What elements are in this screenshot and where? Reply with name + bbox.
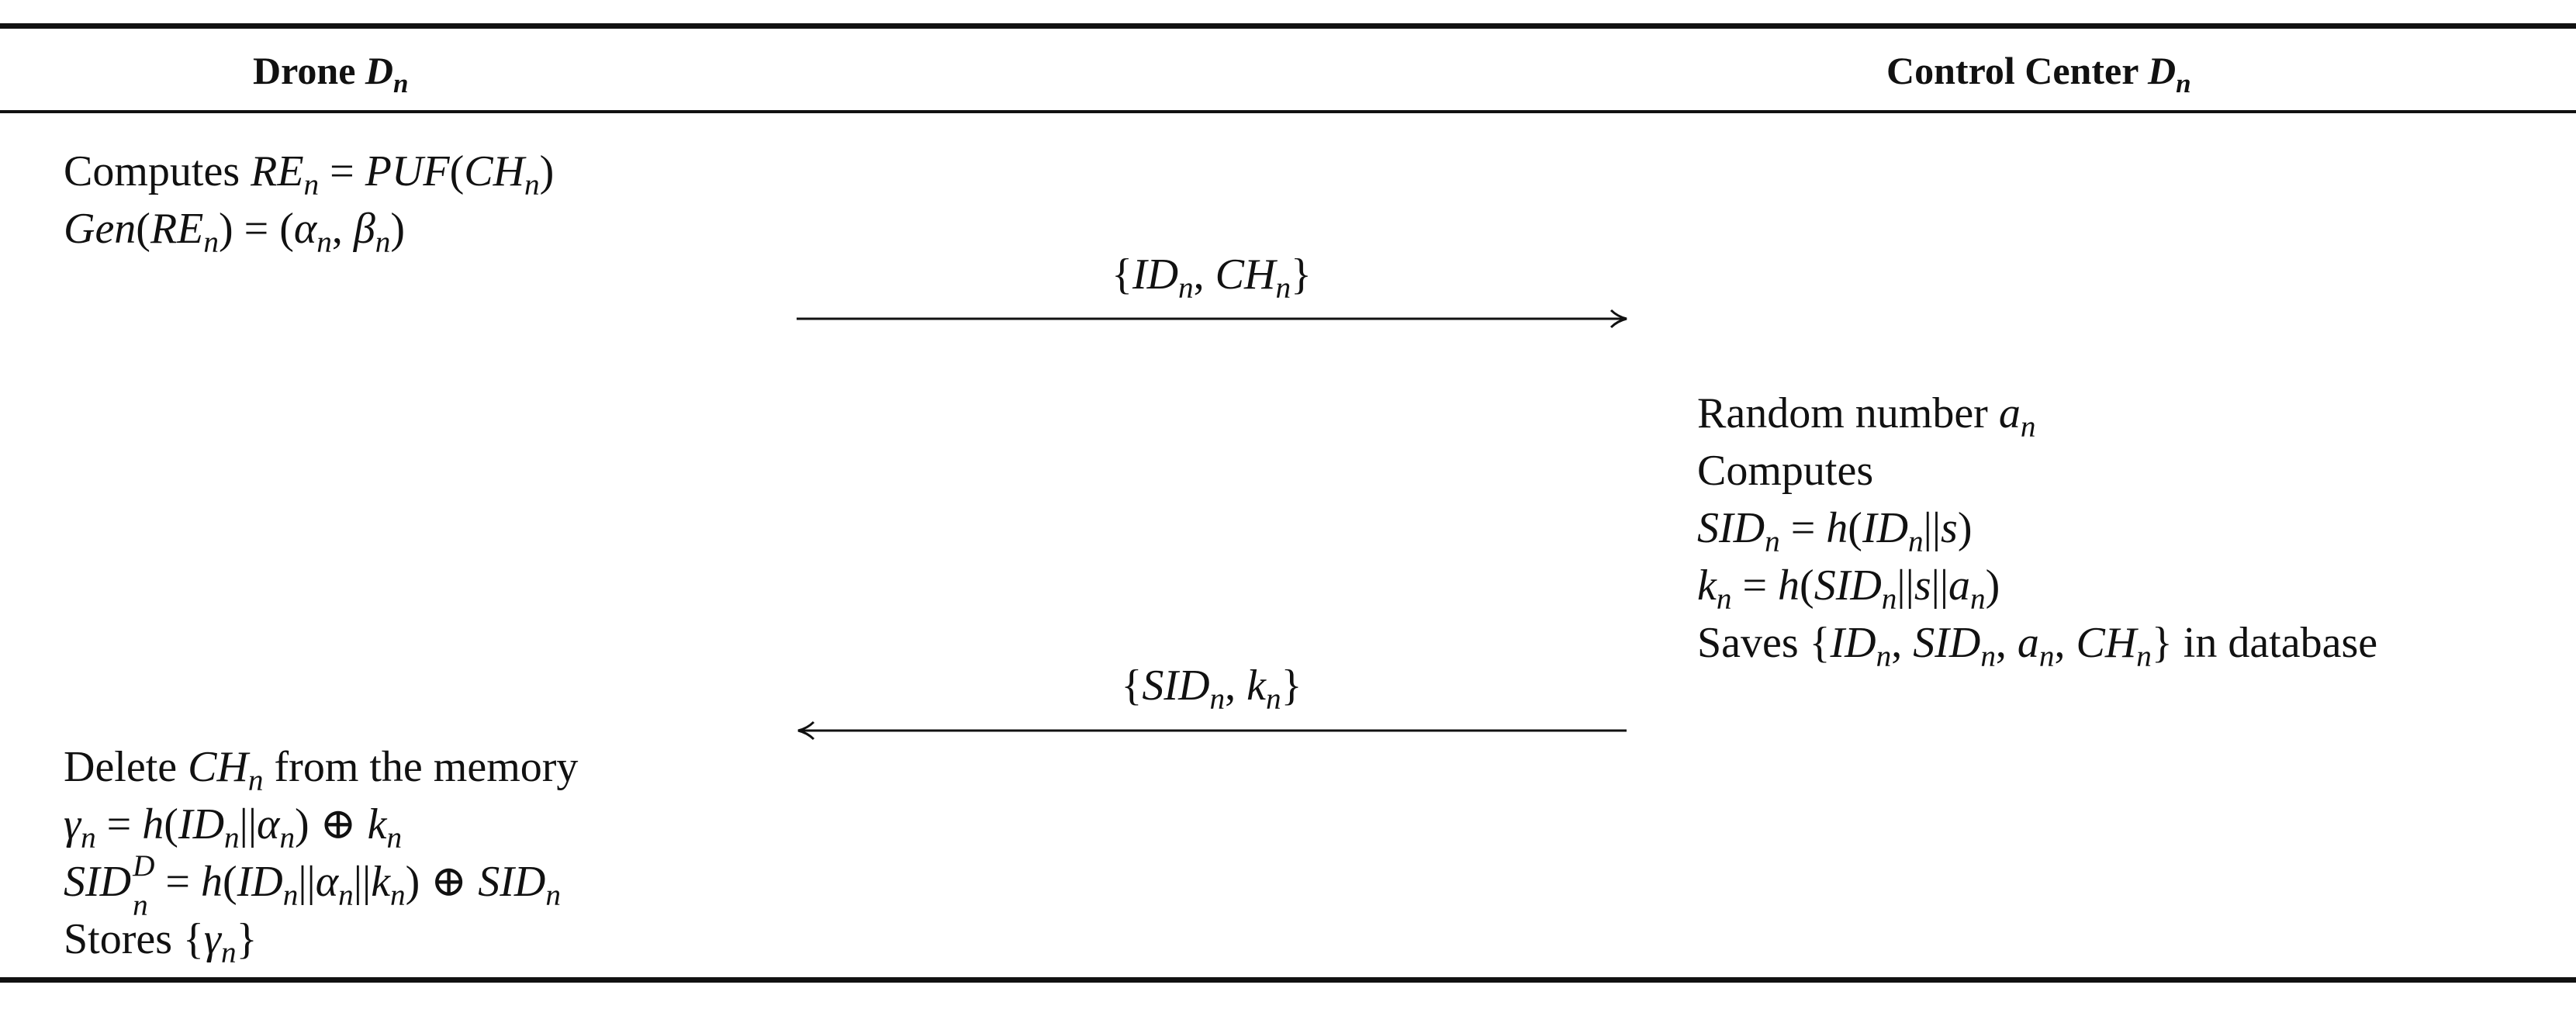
cc-step-2: Computes — [1697, 447, 1874, 495]
right-arrow-icon — [797, 309, 1627, 329]
drone-column-header: Drone Dn — [253, 49, 409, 98]
drone-final-step-4: Stores {γn} — [64, 915, 258, 970]
drone-final-step-2: γn = h(IDn||αn) ⊕ kn — [64, 800, 403, 855]
drone-final-step-1: Delete CHn from the memory — [64, 743, 579, 798]
table-header-rule — [0, 110, 2576, 113]
control-center-steps: Random number an Computes SIDn = h(IDn||… — [1697, 385, 2377, 672]
table-top-rule — [0, 23, 2576, 29]
drone-setup-steps: Computes REn = PUF(CHn) Gen(REn) = (αn, … — [64, 143, 554, 257]
left-arrow-icon — [797, 720, 1627, 741]
message-1-label: {IDn, CHn} — [1112, 251, 1312, 306]
cc-step-3: SIDn = h(IDn||s) — [1697, 504, 1973, 559]
drone-step-2: Gen(REn) = (αn, βn) — [64, 205, 405, 260]
cc-step-4: kn = h(SIDn||s||an) — [1697, 562, 2000, 617]
table-bottom-rule — [0, 977, 2576, 983]
message-2-label: {SIDn, kn} — [1121, 662, 1302, 717]
control-center-column-header: Control Center Dn — [1886, 49, 2191, 98]
cc-step-5: Saves {IDn, SIDn, an, CHn} in database — [1697, 619, 2378, 674]
drone-final-steps: Delete CHn from the memory γn = h(IDn||α… — [64, 738, 578, 968]
cc-step-1: Random number an — [1697, 389, 2036, 444]
drone-step-1: Computes REn = PUF(CHn) — [64, 147, 555, 202]
